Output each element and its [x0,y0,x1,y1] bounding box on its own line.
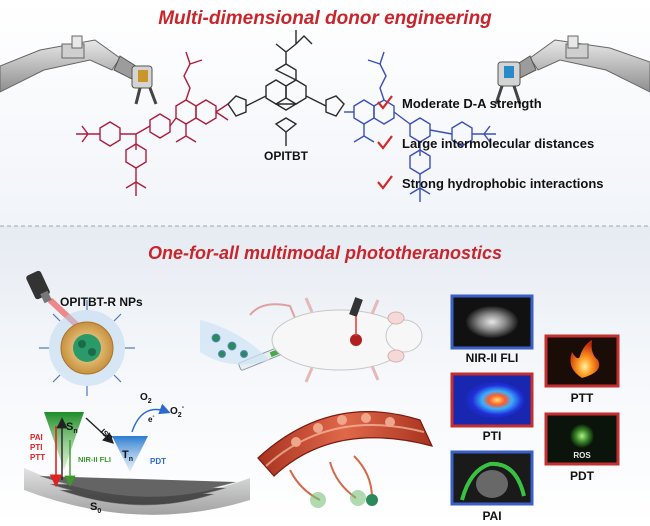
molecule-label: OPITBT [264,149,309,163]
check-icon [377,175,393,190]
top-title-text: Multi-dimensional donor engineering [158,8,492,29]
bottom-title-text: One-for-all multimodal phototheranostics [148,243,502,263]
top-title: Multi-dimensional donor engineering [158,8,492,29]
pdt-label: PDT [150,457,166,466]
feature-item-3: Strong hydrophobic interactions [377,175,604,191]
vessel-cells [291,413,395,447]
feature-item-2: Large intermolecular distances [377,135,594,151]
panel-ptt: PTT [544,334,620,405]
feature-item-1: Moderate D-A strength [377,95,542,111]
check-icon [377,95,393,110]
o2-label: O2 [140,392,152,405]
bottom-title: One-for-all multimodal phototheranostics [148,243,502,263]
energy-transfer-arrow [131,403,171,433]
pai-label: PAI [30,433,43,442]
feature-text-3: Strong hydrophobic interactions [402,176,604,191]
panel-pdt-label: PDT [570,469,595,483]
feature-list: Moderate D-A strength Large intermolecul… [377,95,604,191]
top-panel-bg [0,0,650,226]
mouse-illustration [249,297,423,383]
s0-well [24,468,250,515]
sn-label: Sn [66,421,78,435]
np-label: OPITBT-R NPs [60,295,143,309]
jablonski-diagram: Sn Tn S0 ISC O2 O2- e- PAI PTI PTT NIR-I… [24,392,250,515]
panel-ros-label: ROS [573,451,591,460]
o2-minus-label: O2- [170,404,185,419]
opitbt-molecule: OPITBT [76,30,496,202]
feature-text-2: Large intermolecular distances [402,136,594,151]
molecule-left-donor [76,51,229,196]
sn-well [44,412,84,470]
panel-pti: PTI [450,372,534,443]
ptt-label: PTT [30,453,45,462]
panel-nir-fli: NIR-II FLI [450,294,534,365]
panel-pai: PAI [450,450,534,523]
pti-label: PTI [30,443,42,452]
panel-pai-label: PAI [482,509,501,523]
np-cluster [200,320,270,365]
panel-pti-label: PTI [483,429,502,443]
electron-label: e- [148,414,154,424]
feature-text-1: Moderate D-A strength [402,96,542,111]
isc-arrow [85,417,115,444]
panel-ptt-label: PTT [571,391,594,405]
robot-arm-left [0,35,158,105]
robot-arm-right [494,35,650,105]
s0-label: S0 [90,501,101,515]
check-icon [377,135,393,150]
panel-pdt: ROS PDT [544,412,620,483]
tn-label: Tn [122,449,133,463]
fli-label: NIR-II FLI [78,455,111,464]
molecule-right-donor [344,51,496,202]
molecule-core [227,30,345,146]
tn-well [112,436,148,472]
panel-nir-fli-label: NIR-II FLI [466,351,519,365]
nanoparticle [39,300,135,396]
blood-vessel [257,411,434,508]
